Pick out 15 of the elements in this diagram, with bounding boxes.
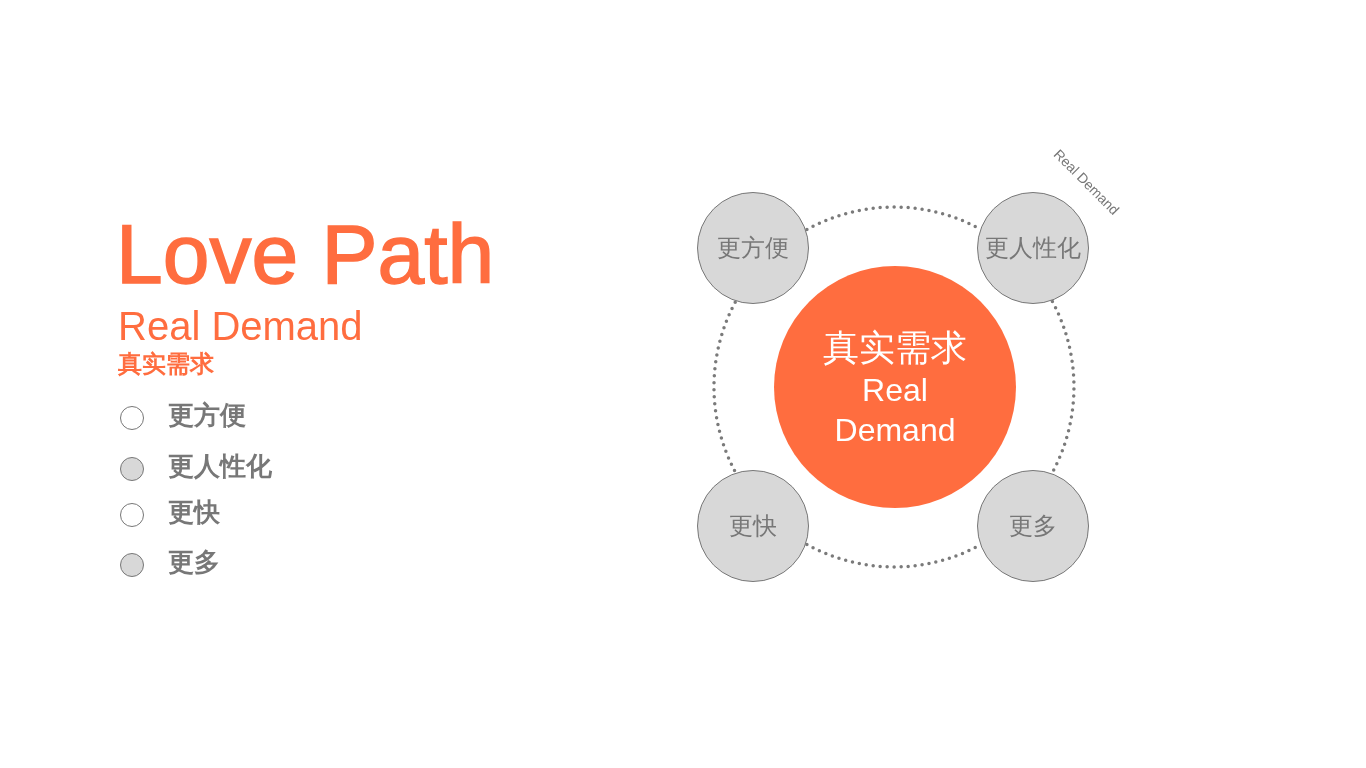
dotted-connector xyxy=(712,300,737,474)
node-label: 更快 xyxy=(729,511,777,541)
subtitle: 真实需求 xyxy=(118,350,214,379)
subtitle: Real Demand xyxy=(118,304,363,348)
dotted-connector xyxy=(1050,299,1076,475)
node-label: 更方便 xyxy=(717,233,789,263)
list-item: 更多 xyxy=(168,547,220,579)
title: Love Path xyxy=(116,212,495,296)
node-label: 更人性化 xyxy=(985,233,1081,263)
list-item: 更方便 xyxy=(168,400,246,432)
node-label: 更多 xyxy=(1009,511,1057,541)
node-label: Real Demand xyxy=(833,370,957,450)
node-label: 真实需求 xyxy=(823,325,967,370)
list-item: 更人性化 xyxy=(168,451,272,483)
list-item: 更快 xyxy=(168,497,220,529)
